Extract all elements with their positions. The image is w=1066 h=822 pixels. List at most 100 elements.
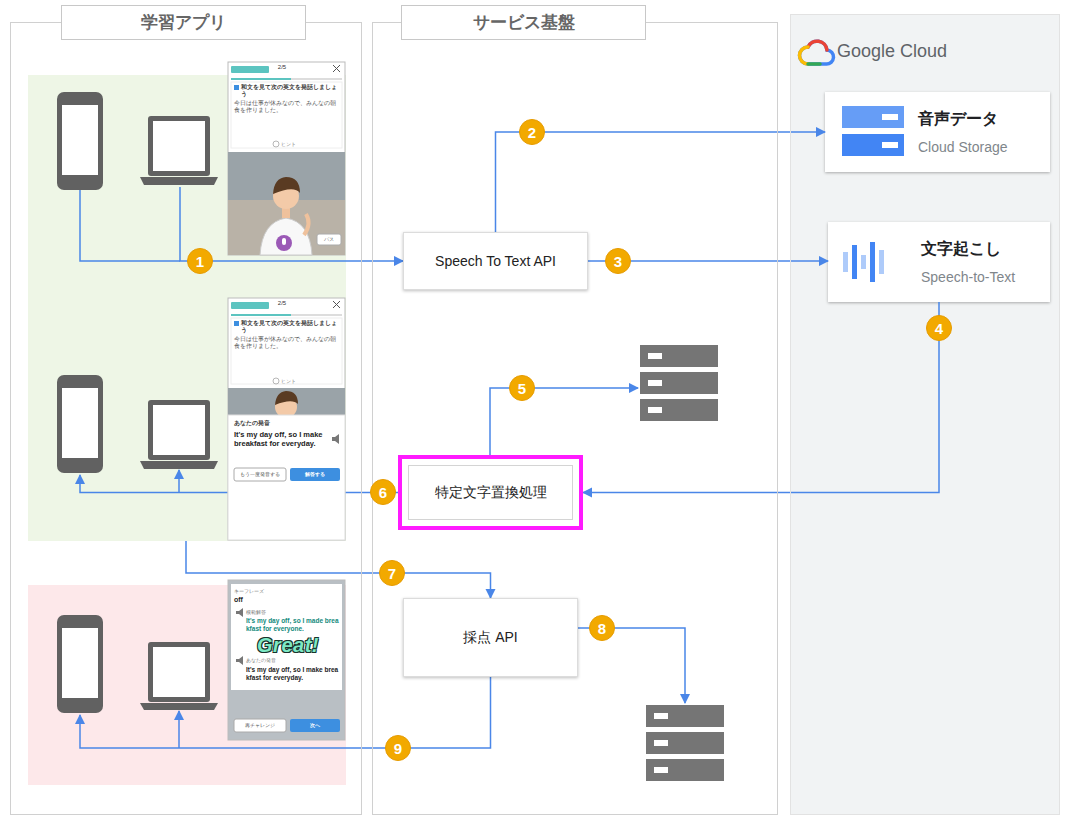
screen-text: ヒント (281, 378, 311, 384)
speech-icon (843, 252, 848, 272)
wire (490, 388, 638, 455)
process-label: Speech To Text API (435, 253, 556, 269)
google-cloud-logo (808, 41, 827, 50)
callout-holder: 6 (370, 479, 396, 505)
database-icon (646, 759, 724, 781)
process-box: Speech To Text API (403, 232, 588, 290)
app-zone-pink (28, 585, 346, 785)
label-holder: 次へ (290, 722, 340, 728)
speech-icon (870, 242, 875, 282)
label-holder: 和文を見て次の英文を発話しましょう (241, 320, 341, 333)
google-cloud-logo (800, 41, 834, 64)
callout-holder: 9 (385, 735, 411, 761)
screen-text: 再チャレンジ (234, 722, 286, 728)
label-holder: It's my day off, so I make breakfast for… (234, 430, 328, 448)
smartphone-icon (57, 615, 103, 713)
database-icon (640, 372, 718, 394)
screen-text: ヒント (281, 141, 311, 147)
label-holder: It's my day off, so I made breakfast for… (246, 617, 341, 633)
app-screenshot (234, 321, 239, 326)
laptop-icon (140, 116, 218, 710)
cloud-panel: Google Cloud音声データCloud Storage文字起こしSpeec… (790, 14, 1060, 815)
label-holder: 8 (589, 615, 615, 641)
app-screenshot (228, 415, 345, 540)
screen-text: 解答する (290, 471, 340, 477)
screen-text: 今日は仕事が休みなので、みんなの朝食を作りました。 (234, 336, 340, 349)
app-screenshot (231, 302, 269, 309)
panel-heading: サービス基盤 (401, 5, 646, 40)
database-icon (640, 345, 718, 367)
storage-icon (842, 134, 904, 156)
process-label: 採点 API (463, 629, 517, 647)
smartphone-icon (62, 105, 98, 175)
screen-text: It's my day off, so I make breakfast for… (234, 430, 328, 448)
app-zone-green (28, 75, 346, 541)
wire (178, 470, 180, 492)
app-screenshot (260, 218, 312, 255)
process-box: 採点 API (403, 598, 578, 677)
label-holder: あなたの発音 (234, 420, 314, 427)
highlighted-process-box: 特定文字置換処理 (398, 455, 583, 530)
laptop-icon (153, 121, 205, 171)
app-screenshot (228, 152, 345, 255)
callout-holder: 7 (379, 560, 405, 586)
app-screenshot (273, 177, 300, 194)
app-screenshot (333, 301, 340, 308)
smartphone-icon (57, 92, 103, 190)
label-holder: 今日は仕事が休みなので、みんなの朝食を作りました。 (234, 100, 340, 113)
app-screenshot (273, 378, 279, 384)
app-screenshot (231, 318, 342, 384)
app-screenshot (231, 66, 269, 73)
laptop-icon (153, 647, 205, 697)
laptop-icon (140, 177, 218, 185)
app-screenshot (236, 656, 243, 665)
callout-number: 2 (519, 119, 545, 145)
callout-number: 4 (926, 315, 952, 341)
database-icon (646, 732, 724, 754)
app-screenshot (290, 468, 340, 481)
label-holder: 和文を見て次の英文を発話しましょう (241, 84, 341, 97)
platform-panel: サービス基盤Speech To Text API特定文字置換処理採点 API (372, 22, 778, 815)
app-screenshot (231, 78, 342, 80)
screen-text: パス (317, 236, 341, 242)
label-holder: 模範解答 (246, 609, 306, 615)
callout-holder: 2 (519, 119, 545, 145)
storage-icon (882, 142, 898, 148)
wire (178, 711, 180, 748)
label-holder: 2/5 (270, 64, 294, 71)
google-cloud-logo (800, 41, 834, 64)
app-screenshot (275, 391, 298, 405)
label-holder: あなたの発音 (246, 657, 306, 663)
screen-text: あなたの発音 (246, 657, 306, 663)
app-screenshot (234, 468, 286, 481)
screen-text: 2/5 (270, 64, 294, 71)
label-holder: 2/5 (270, 300, 294, 307)
service-product: Speech-to-Text (921, 269, 1015, 285)
callout-number: 6 (370, 479, 396, 505)
callout-number: 1 (187, 248, 213, 274)
label-holder: 解答する (290, 471, 340, 477)
panel-heading: 学習アプリ (61, 5, 306, 40)
laptop-icon (153, 405, 205, 455)
feedback-badge: Great! (240, 635, 336, 655)
app-screenshot (228, 62, 345, 255)
screen-text: もう一度発音する (234, 471, 286, 477)
flow-arrow (583, 302, 939, 493)
laptop-icon (140, 461, 218, 469)
app-screenshot (228, 580, 345, 740)
app-screenshot (276, 235, 292, 251)
label-holder: キーフレーズ (234, 588, 294, 594)
app-screenshot (228, 298, 345, 540)
database-icon (648, 380, 662, 386)
screen-text: あなたの発音 (234, 420, 314, 427)
database-icon (640, 345, 718, 421)
speech-icon (843, 242, 884, 282)
database-icon (654, 740, 668, 746)
callout-number: 9 (385, 735, 411, 761)
label-holder: もう一度発音する (234, 471, 286, 477)
app-screenshot (273, 141, 279, 147)
label-holder: It's my day off, so I make breakfast for… (246, 666, 341, 682)
screen-text: 和文を見て次の英文を発話しましょう (241, 320, 341, 333)
label-holder: ヒント (281, 378, 311, 384)
callout-number: 8 (589, 615, 615, 641)
